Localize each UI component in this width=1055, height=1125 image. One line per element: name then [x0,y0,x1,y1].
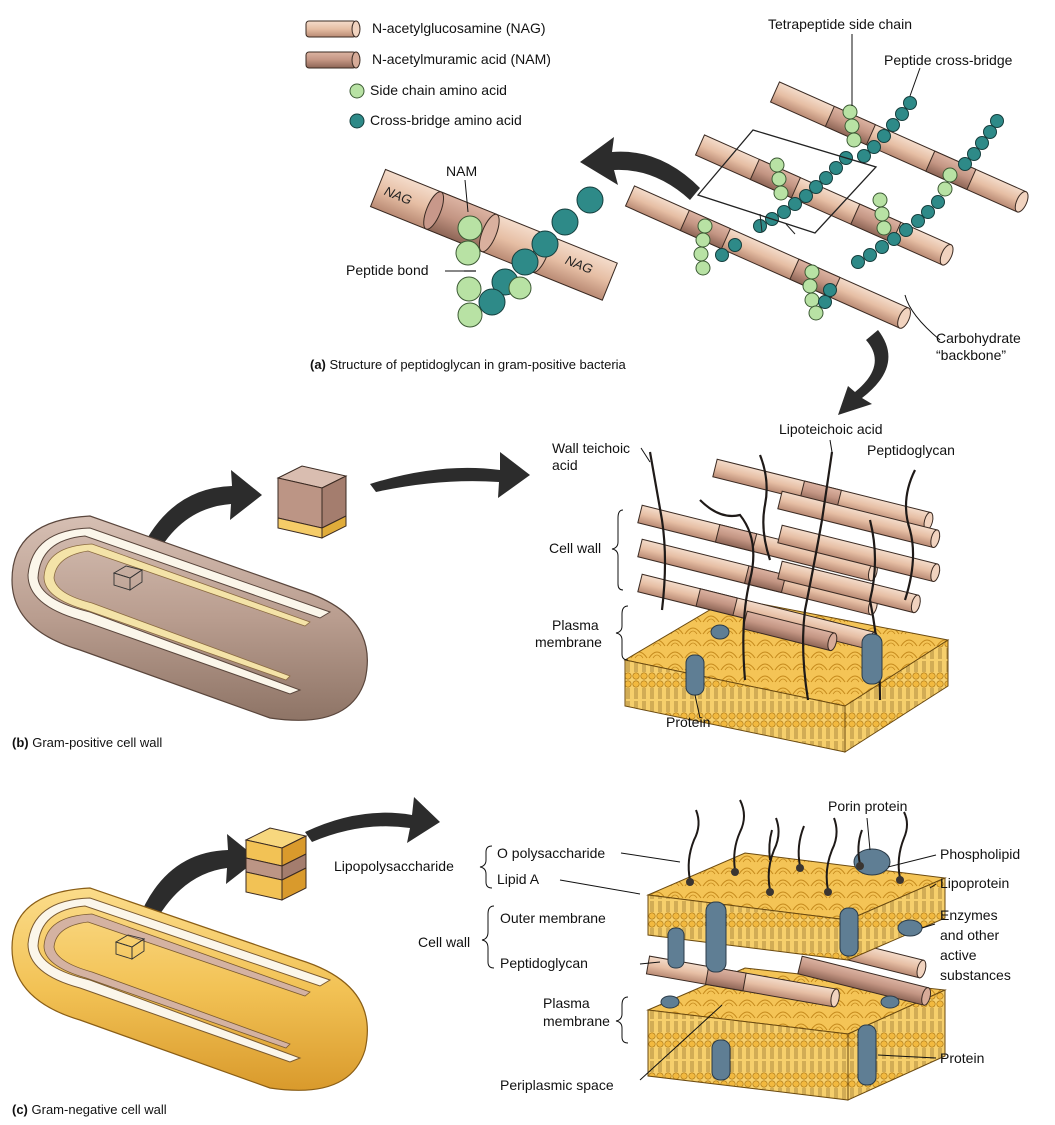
enzymes-label-line3: active [940,947,977,963]
nam-swatch [305,51,361,69]
peptidoglycan-closeup [369,168,618,328]
wall-teichoic-label-line2: acid [552,457,578,473]
cell-wall-b-label: Cell wall [549,540,602,556]
protein-c-label: Protein [940,1050,985,1066]
porin-label: Porin protein [828,798,908,814]
backbone-label-line1: Carbohydrate [936,330,1021,346]
caption-c: (c) Gram-negative cell wall [12,1102,167,1117]
enzymes-label-line1: Enzymes [940,907,998,923]
phospholipid-label: Phospholipid [940,846,1021,862]
panel-c-leaders [479,817,937,1081]
legend-nag-label: N-acetylglucosamine (NAG) [372,20,546,36]
caption-b: (b) Gram-positive cell wall [12,735,163,750]
legend-cross-bridge-label: Cross-bridge amino acid [370,112,522,128]
tetrapeptide-label: Tetrapeptide side chain [768,16,912,32]
peptidoglycan-c-label: Peptidoglycan [500,955,588,971]
outer-membrane-label: Outer membrane [500,910,606,926]
gram-negative-wall-detail [645,799,947,1101]
panel-a-leaders [445,34,941,341]
side-chain-swatch [349,83,365,99]
lipoprotein-label: Lipoprotein [940,875,1010,891]
gram-negative-cube [244,827,308,901]
cross-bridge-label: Peptide cross-bridge [884,52,1013,68]
legend [305,20,365,129]
panel-b-leaders [611,439,833,719]
plasma-b-label-line1: Plasma [552,617,599,633]
gram-positive-cube [276,465,348,539]
gram-positive-wall-detail [623,451,950,753]
enzymes-label-line2: and other [940,927,1000,943]
nam-label: NAM [446,163,478,179]
legend-side-chain-label: Side chain amino acid [370,82,507,98]
protein-b-label: Protein [666,714,711,730]
enzymes-label-line4: substances [940,967,1011,983]
gram-positive-cell [11,515,368,721]
lipopolysaccharide-label: Lipopolysaccharide [334,858,454,874]
plasma-c-label-line1: Plasma [543,995,590,1011]
backbone-label-line2: “backbone” [936,347,1007,363]
gram-negative-cell [11,887,368,1091]
cell-wall-c-label: Cell wall [418,934,471,950]
lipid-a-label: Lipid A [497,871,540,887]
peptidoglycan-b-label: Peptidoglycan [867,442,955,458]
caption-a: (a) Structure of peptidoglycan in gram-p… [310,357,626,372]
plasma-b-label-line2: membrane [535,634,602,650]
periplasmic-label: Periplasmic space [500,1077,614,1093]
peptide-bond-label: Peptide bond [346,262,429,278]
cross-bridge-swatch [349,113,365,129]
lipoteichoic-label: Lipoteichoic acid [779,421,883,437]
nag-swatch [305,20,361,38]
o-polysaccharide-label: O polysaccharide [497,845,606,861]
peptidoglycan-lattice [624,81,1029,329]
curved-arrows [138,137,889,928]
legend-nam-label: N-acetylmuramic acid (NAM) [372,51,551,67]
wall-teichoic-label-line1: Wall teichoic [552,440,631,456]
plasma-c-label-line2: membrane [543,1013,610,1029]
